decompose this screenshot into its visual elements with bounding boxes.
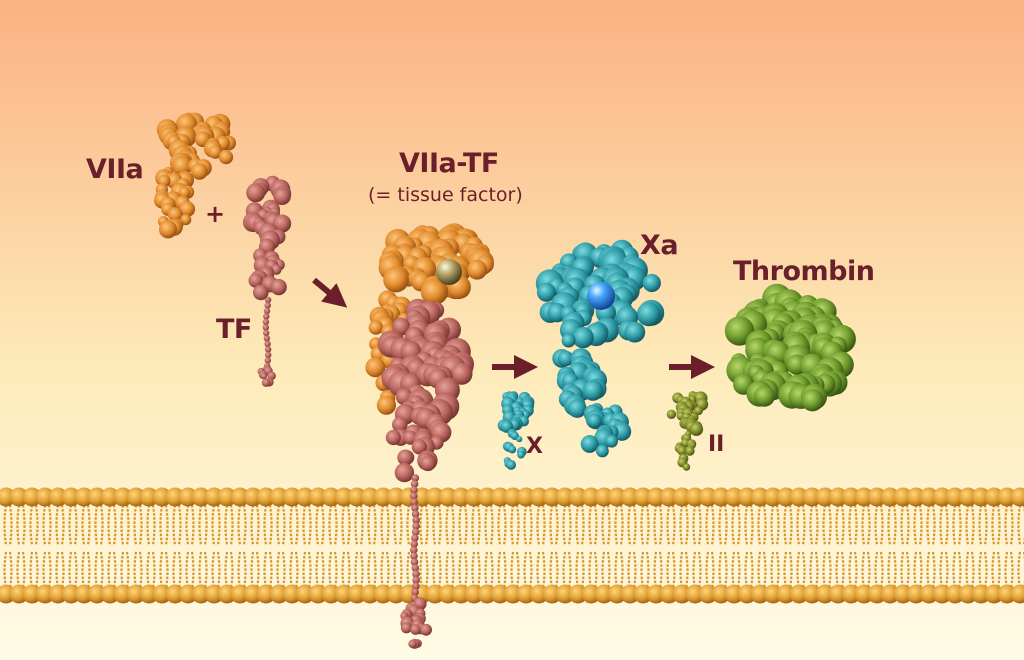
viia-tf-complex-molecule xyxy=(365,223,494,649)
reaction-arrows xyxy=(312,277,715,379)
cell-membrane xyxy=(0,487,1024,604)
factor-ii-molecule xyxy=(666,391,709,471)
label-tf: TF xyxy=(216,314,252,345)
factor-x-molecule xyxy=(497,391,535,470)
arrow-to-complex xyxy=(312,277,348,308)
tissue-factor-molecule xyxy=(242,175,292,387)
label-plus: + xyxy=(205,200,226,228)
label-viia: VIIa xyxy=(86,154,144,185)
label-thrombin: Thrombin xyxy=(733,256,875,287)
label-xa: Xa xyxy=(640,230,679,261)
thrombin-molecule xyxy=(724,283,856,412)
label-ii: II xyxy=(708,432,725,457)
factor-viia-molecule xyxy=(154,112,237,239)
label-tissue-factor: (= tissue factor) xyxy=(368,184,523,206)
label-viia-tf: VIIa-TF xyxy=(399,148,499,179)
label-x: X xyxy=(526,434,543,459)
factor-xa-molecule xyxy=(535,239,665,458)
